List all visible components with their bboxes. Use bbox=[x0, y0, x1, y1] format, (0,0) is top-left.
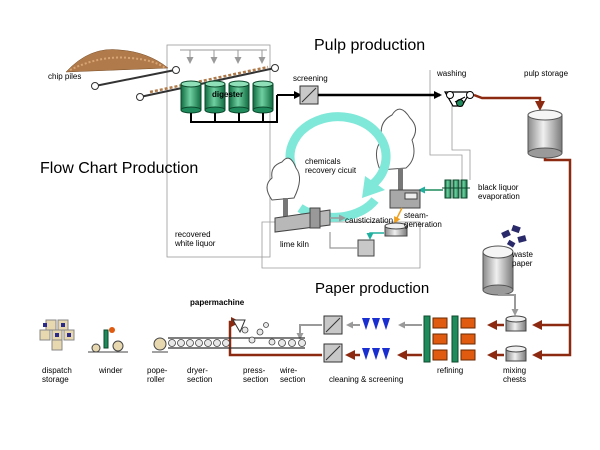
steam-generation-label-line1: steam- bbox=[404, 211, 429, 220]
causticizer-line bbox=[366, 232, 384, 240]
steam-to-causticizer bbox=[394, 207, 403, 224]
black-liquor-label-line2: evaporation bbox=[478, 192, 520, 201]
screening-label: screening bbox=[293, 74, 328, 83]
waste-paper-bales bbox=[501, 224, 527, 248]
steam-generation-label-line2: generation bbox=[404, 220, 442, 229]
screening-unit bbox=[299, 85, 319, 105]
press-rolls bbox=[241, 322, 276, 346]
paper-machine bbox=[168, 319, 306, 349]
digester-vessels bbox=[180, 80, 274, 114]
paper-production-heading: Paper production bbox=[315, 280, 430, 297]
press-section-label-line2: section bbox=[243, 375, 269, 384]
winder-label: winder bbox=[99, 366, 123, 375]
recovery-cycle-head bbox=[362, 176, 385, 198]
digester-label: digester bbox=[212, 90, 244, 99]
cleaners bbox=[362, 318, 390, 360]
dispatch-storage-label-line2: storage bbox=[42, 375, 69, 384]
digester-outlet bbox=[190, 91, 302, 123]
lime-kiln-label: lime kiln bbox=[280, 240, 309, 249]
recovered-white-liquor-label-line1: recovered bbox=[175, 230, 211, 239]
dispatch-storage-rolls bbox=[39, 319, 75, 351]
digester-vessel bbox=[228, 80, 250, 114]
recovered-white-liquor-label-line2: white liquor bbox=[175, 239, 216, 248]
causticization-label: causticization bbox=[345, 216, 394, 225]
digester-vessel bbox=[180, 80, 202, 114]
digester-feed-arrows bbox=[180, 49, 267, 64]
waste-paper-label-line1: waste bbox=[512, 250, 533, 259]
refiners bbox=[423, 315, 476, 363]
pulp-storage-tank bbox=[527, 109, 563, 159]
dryer-section-label-line2: section bbox=[187, 375, 213, 384]
washed-pulp-line bbox=[473, 93, 545, 111]
pope-roller-label-line1: pope- bbox=[147, 366, 168, 375]
chemicals-recovery-cycle-arrow bbox=[285, 112, 391, 189]
screen-to-headbox-1 bbox=[296, 324, 322, 340]
pulp-production-heading: Pulp production bbox=[314, 37, 426, 54]
mixing-chest bbox=[505, 345, 527, 362]
dispatch-storage-label-line1: dispatch bbox=[42, 366, 72, 375]
waste-paper-pulper bbox=[482, 245, 514, 296]
dryer-section-label-line1: dryer- bbox=[187, 366, 208, 375]
pulp-storage-label: pulp storage bbox=[524, 69, 569, 78]
washer bbox=[443, 91, 474, 107]
refining-label: refining bbox=[437, 366, 464, 375]
mixing-chests-label-line1: mixing bbox=[503, 366, 527, 375]
chip-pile bbox=[65, 49, 169, 73]
waste-paper-line bbox=[498, 294, 519, 316]
causticizer bbox=[357, 222, 408, 257]
guide-lines bbox=[166, 44, 471, 269]
digester-vessel bbox=[204, 80, 226, 114]
white-liquor-return bbox=[329, 232, 358, 249]
paper-screen bbox=[323, 315, 343, 335]
refiner-unit bbox=[423, 315, 448, 363]
wire-section-label-line2: section bbox=[280, 375, 306, 384]
chemicals-recovery-label-line2: recovery cicuit bbox=[305, 166, 357, 175]
flow-chart-production-heading: Flow Chart Production bbox=[40, 160, 199, 177]
chemicals-recovery-label-line1: chemicals bbox=[305, 157, 341, 166]
washing-label: washing bbox=[437, 69, 467, 78]
cleaning-screening-label: cleaning & screening bbox=[329, 375, 404, 384]
papermachine-heading: papermachine bbox=[190, 298, 245, 307]
winder-machine bbox=[88, 327, 128, 353]
pope-roller bbox=[152, 337, 168, 353]
mixing-chests-label-line2: chests bbox=[503, 375, 527, 384]
lime-kiln bbox=[266, 157, 331, 233]
waste-paper-label-line2: paper bbox=[512, 259, 533, 268]
chip-piles-label: chip piles bbox=[48, 72, 82, 81]
digester-vessel bbox=[252, 80, 274, 114]
dryer-rolls bbox=[168, 339, 230, 347]
refiner-unit bbox=[451, 315, 476, 363]
paper-screen bbox=[323, 343, 343, 363]
black-liquor-evaporator bbox=[442, 179, 470, 199]
stock-line-down bbox=[532, 158, 572, 360]
mixing-chest bbox=[505, 315, 527, 332]
wire-rolls bbox=[278, 339, 306, 347]
pope-roller-label-line2: roller bbox=[147, 375, 165, 384]
black-liquor-label-line1: black liquor bbox=[478, 183, 519, 192]
wire-section-label-line1: wire- bbox=[280, 366, 298, 375]
press-section-label-line1: press- bbox=[243, 366, 266, 375]
